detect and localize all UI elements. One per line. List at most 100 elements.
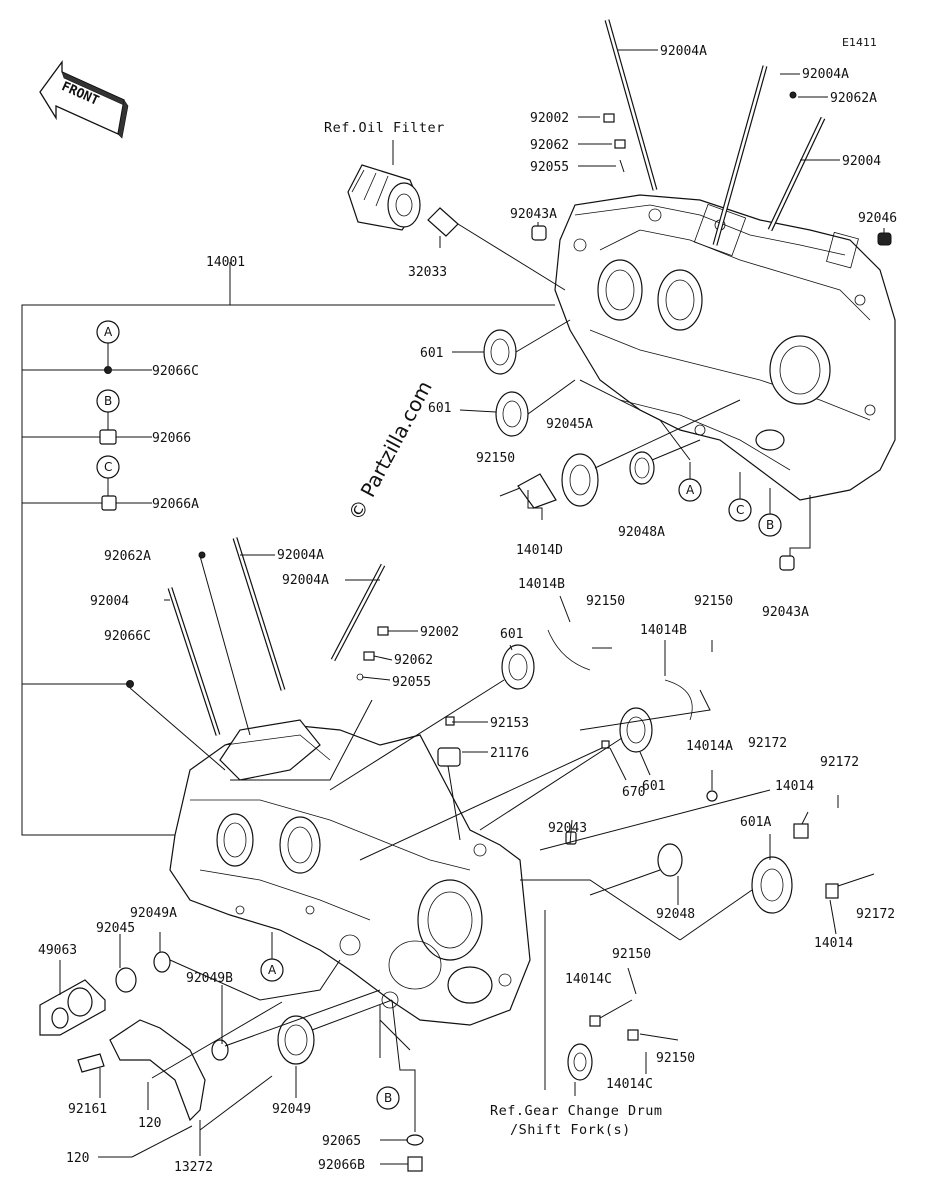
- part-label: 92062A: [104, 549, 151, 564]
- callout-b-label: B: [766, 518, 774, 532]
- front-arrow-icon: FRONT: [39, 60, 129, 139]
- part-label: 92049: [272, 1102, 311, 1117]
- part-label: 92046: [858, 211, 897, 226]
- part-label: 92172: [856, 907, 895, 922]
- part-label: 92002: [530, 111, 569, 126]
- part-label: 92066C: [104, 629, 151, 644]
- bolt-icon: [445, 716, 455, 726]
- part-label: 13272: [174, 1160, 213, 1175]
- washer-icon: [614, 139, 626, 149]
- callout-a-label: A: [686, 483, 695, 497]
- part-label: 92045A: [546, 417, 593, 432]
- part-label: 92150: [694, 594, 733, 609]
- part-label: 92150: [476, 451, 515, 466]
- part-label: 92172: [748, 736, 787, 751]
- oil-filter-icon: [347, 164, 421, 231]
- part-label: 120: [66, 1151, 89, 1166]
- part-label: 92172: [820, 755, 859, 770]
- washer-icon: [706, 790, 718, 802]
- part-label: 601A: [740, 815, 771, 830]
- dowel-icon: [531, 225, 547, 241]
- part-label: 92150: [586, 594, 625, 609]
- plate-icon: [793, 823, 809, 839]
- part-label: 14014: [775, 779, 814, 794]
- part-label: 601: [500, 627, 523, 642]
- part-label: 92150: [612, 947, 651, 962]
- lower-crankcase-half: [169, 719, 531, 1026]
- gasket-icon: [77, 1053, 105, 1073]
- part-label: 92062: [394, 653, 433, 668]
- part-label: 92150: [656, 1051, 695, 1066]
- fitting-icon: [427, 207, 459, 237]
- part-label: 92043: [548, 821, 587, 836]
- callout-b-label: B: [104, 394, 112, 408]
- part-label: 92066A: [152, 497, 199, 512]
- callout-b-label: B: [384, 1091, 392, 1105]
- part-label: 601: [420, 346, 443, 361]
- retaining-ring-icon: [547, 629, 591, 671]
- part-label: 92049A: [130, 906, 177, 921]
- callout-a-label: A: [104, 325, 113, 339]
- part-label: 14014C: [565, 972, 612, 987]
- oil-seal-icon: [277, 1015, 315, 1065]
- upper-crankcase-half: [554, 194, 896, 501]
- callouts: A B C A C B A B: [96, 320, 782, 1110]
- part-label: 92048A: [618, 525, 665, 540]
- bearing-icon: [483, 329, 793, 1081]
- ref-shift-fork-label: /Shift Fork(s): [510, 1122, 631, 1138]
- part-label: 21176: [490, 746, 529, 761]
- stud-bolts: [167, 19, 826, 736]
- plug-icon: [101, 495, 117, 511]
- sensor-icon: [437, 747, 461, 841]
- part-label: 32033: [408, 265, 447, 280]
- part-label: 14014D: [516, 543, 563, 558]
- callout-c-label: C: [104, 460, 112, 474]
- part-label: 92161: [68, 1102, 107, 1117]
- part-number-labels: 14001 92004A 92004A 92062A 92004 92002 9…: [38, 44, 897, 1175]
- callout-a: [96, 320, 120, 344]
- seal-icon: [629, 451, 655, 485]
- part-label: 92066C: [152, 364, 199, 379]
- part-label: 14014B: [640, 623, 687, 638]
- part-label: 92002: [420, 625, 459, 640]
- part-label: 120: [138, 1116, 161, 1131]
- seal-icon: [657, 843, 683, 877]
- part-label: 92004A: [282, 573, 329, 588]
- part-label: 92062: [530, 138, 569, 153]
- part-label: 92004A: [802, 67, 849, 82]
- part-label: 14014B: [518, 577, 565, 592]
- dowel-icon: [779, 555, 795, 571]
- washer-icon: [406, 1134, 424, 1146]
- part-label: 49063: [38, 943, 77, 958]
- callout-b: [758, 513, 782, 537]
- part-label: 92004: [90, 594, 129, 609]
- part-label: 92153: [490, 716, 529, 731]
- plate-icon: [517, 473, 557, 509]
- retaining-ring-icon: [664, 679, 693, 721]
- callout-b: [376, 1086, 400, 1110]
- callout-a-label: A: [268, 963, 277, 977]
- part-label: 92065: [322, 1134, 361, 1149]
- small-parts: [39, 91, 892, 1172]
- part-label: 92004A: [660, 44, 707, 59]
- callout-a: [678, 478, 702, 502]
- part-label: 14001: [206, 255, 245, 270]
- part-label: 92048: [656, 907, 695, 922]
- bolt-icon: [603, 113, 615, 123]
- part-label: 92066B: [318, 1158, 365, 1173]
- seal-icon: [153, 951, 171, 973]
- callout-a: [260, 958, 284, 982]
- part-label: 670: [622, 785, 645, 800]
- part-label: 92004A: [277, 548, 324, 563]
- ref-gear-change-label: Ref.Gear Change Drum: [490, 1103, 663, 1119]
- diagram-code: E1411: [842, 36, 877, 49]
- callout-c: [728, 498, 752, 522]
- drain-plug-icon: [407, 1156, 423, 1172]
- callout-b: [96, 389, 120, 413]
- part-label: 14014C: [606, 1077, 653, 1092]
- leader-lines: [21, 49, 885, 1165]
- part-label: 92045: [96, 921, 135, 936]
- part-label: 92055: [392, 675, 431, 690]
- seal-icon: [211, 1039, 229, 1061]
